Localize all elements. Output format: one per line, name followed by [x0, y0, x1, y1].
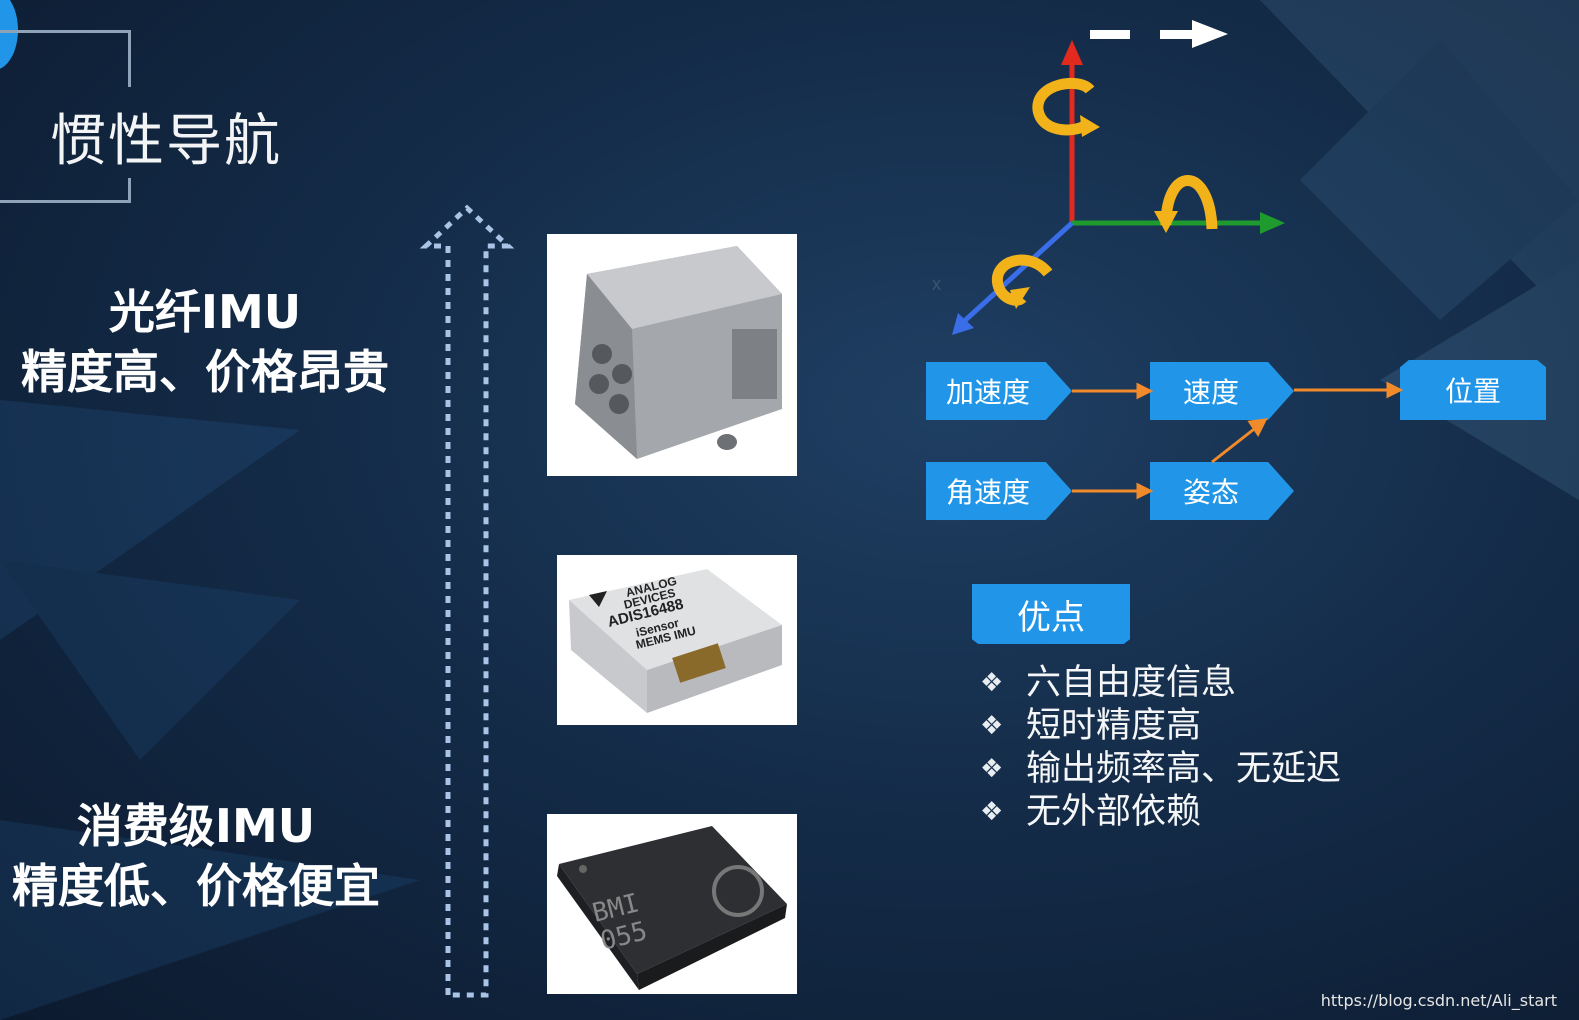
low-end-imu-name: 消费级IMU [76, 799, 316, 853]
x-axis [958, 221, 1074, 327]
advantage-text: 六自由度信息 [1026, 663, 1237, 703]
advantage-text: 输出频率高、无延迟 [1026, 749, 1342, 789]
title-frame-top [0, 30, 131, 87]
x-axis-label: x [932, 274, 941, 294]
flow-angular-velocity: 角速度 [926, 462, 1072, 520]
y-rotation-icon [1160, 175, 1218, 230]
corner-circle [0, 0, 18, 70]
title-frame-bottom [0, 178, 131, 203]
diamond-bullet-icon: ❖ [980, 668, 1004, 698]
advantage-item: ❖ 六自由度信息 [980, 662, 1341, 705]
high-end-imu-desc: 精度高、价格昂贵 [21, 345, 389, 399]
source-watermark: https://blog.csdn.net/Ali_start [1320, 991, 1557, 1010]
flow-acceleration: 加速度 [926, 362, 1072, 420]
advantage-item: ❖ 无外部依赖 [980, 791, 1341, 834]
motion-arrow-icon [1090, 20, 1228, 48]
fiber-imu-photo [547, 234, 797, 476]
advantages-list: ❖ 六自由度信息 ❖ 短时精度高 ❖ 输出频率高、无延迟 ❖ 无外部依赖 [980, 662, 1341, 834]
advantage-item: ❖ 短时精度高 [980, 705, 1341, 748]
axis-diagram: x [932, 20, 1285, 335]
precision-up-arrow [419, 204, 515, 998]
slide-title: 惯性导航 [50, 109, 282, 174]
diamond-bullet-icon: ❖ [980, 711, 1004, 741]
low-end-imu-desc: 精度低、价格便宜 [12, 859, 380, 913]
low-end-imu-label: 消费级IMU 精度低、价格便宜 [0, 796, 392, 916]
diamond-bullet-icon: ❖ [980, 797, 1004, 827]
z-rotation-icon [1032, 77, 1095, 136]
diamond-bullet-icon: ❖ [980, 754, 1004, 784]
flow-velocity: 速度 [1150, 362, 1294, 420]
advantage-text: 无外部依赖 [1026, 792, 1202, 832]
high-end-imu-label: 光纤IMU 精度高、价格昂贵 [0, 282, 410, 402]
advantages-title: 优点 [972, 584, 1130, 644]
advantage-text: 短时精度高 [1026, 706, 1202, 746]
bmi055-photo: BMI 055 [547, 814, 797, 994]
flow-attitude: 姿态 [1150, 462, 1294, 520]
flow-position: 位置 [1400, 360, 1546, 420]
advantage-item: ❖ 输出频率高、无延迟 [980, 748, 1341, 791]
adis16488-photo: ANALOG DEVICES ADIS16488 iSensor MEMS IM… [557, 555, 797, 725]
high-end-imu-name: 光纤IMU [108, 285, 302, 339]
